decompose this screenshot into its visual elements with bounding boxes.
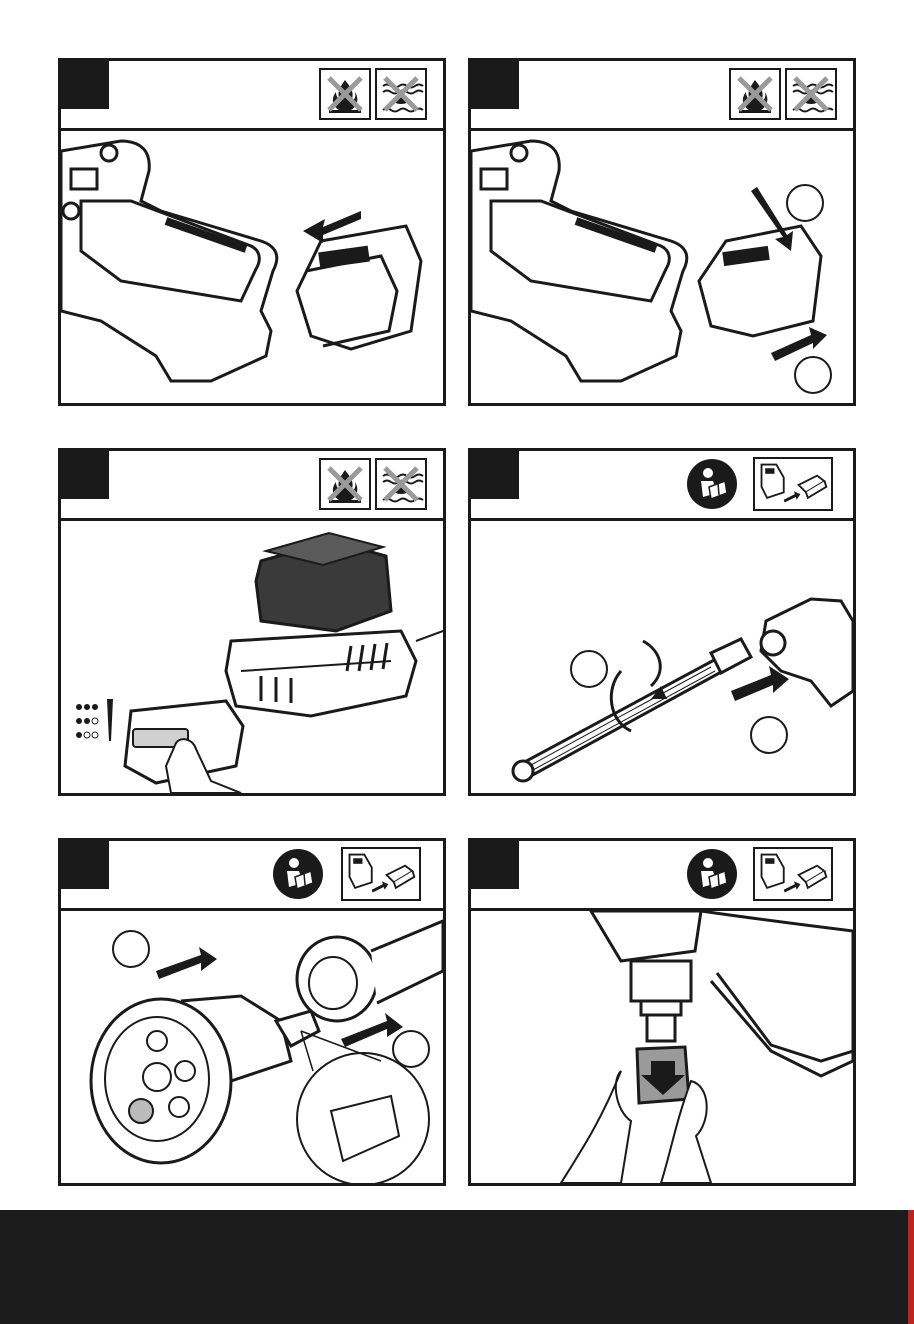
footer-band (0, 1210, 914, 1324)
no-water-icon (375, 458, 427, 510)
no-fire-icon (319, 458, 371, 510)
panel-header (471, 841, 853, 911)
step-number-box (61, 841, 109, 889)
illustration-connect-hose (471, 911, 853, 1183)
battery-insert-pictogram (341, 847, 421, 901)
step-number-box (471, 451, 519, 499)
battery-insert-pictogram (753, 847, 833, 901)
illustration-attach-nozzle (61, 911, 443, 1183)
step-number-box (61, 451, 109, 499)
step-panel-6 (468, 838, 856, 1186)
illustration-charge-battery (61, 521, 443, 793)
panel-header (61, 841, 443, 911)
callout-circle-2 (751, 717, 787, 753)
step-panel-3 (58, 448, 446, 796)
panel-header (471, 451, 853, 521)
read-manual-icon (273, 849, 323, 899)
step-number-box (471, 841, 519, 889)
read-manual-icon (687, 459, 737, 509)
panel-header (61, 61, 443, 131)
step-number-box (471, 61, 519, 109)
footer-accent-stripe (908, 1210, 914, 1324)
no-water-icon (785, 68, 837, 120)
step-number-box (61, 61, 109, 109)
panel-header (471, 61, 853, 131)
read-manual-icon (687, 849, 737, 899)
callout-circle-1 (787, 185, 823, 221)
panel-header (61, 451, 443, 521)
callout-circle-2 (393, 1031, 429, 1067)
callout-circle-1 (571, 651, 607, 687)
illustration-insert-battery (471, 131, 853, 403)
callout-circle-2 (795, 357, 831, 393)
illustration-remove-battery (61, 131, 443, 403)
no-water-icon (375, 68, 427, 120)
step-panel-4 (468, 448, 856, 796)
no-fire-icon (319, 68, 371, 120)
callout-circle-1 (113, 931, 149, 967)
no-fire-icon (729, 68, 781, 120)
step-panel-1 (58, 58, 446, 406)
illustration-attach-lance (471, 521, 853, 793)
battery-insert-pictogram (753, 457, 833, 511)
step-panel-5 (58, 838, 446, 1186)
step-panel-2 (468, 58, 856, 406)
